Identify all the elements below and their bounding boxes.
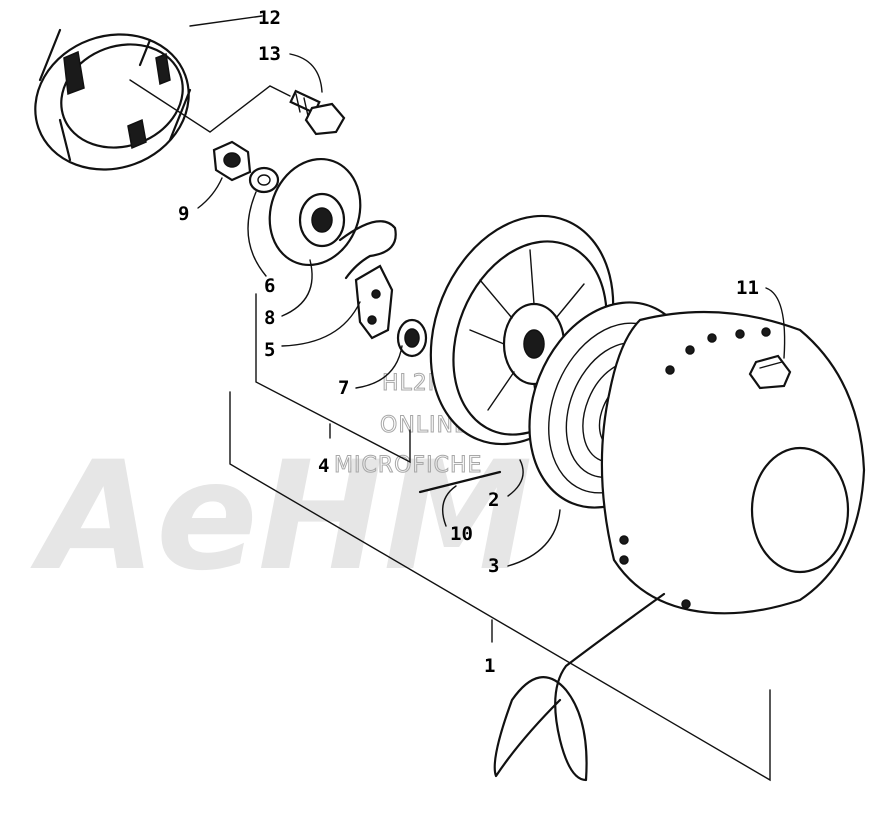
part-11-screw[interactable] bbox=[748, 354, 792, 390]
label-1: 1 bbox=[484, 655, 495, 677]
part-number-labels: 12 13 9 6 8 5 7 4 2 10 3 1 11 bbox=[178, 7, 759, 677]
leader-lines bbox=[189, 15, 786, 643]
label-11: 11 bbox=[736, 277, 759, 299]
label-13: 13 bbox=[258, 43, 281, 65]
label-12: 12 bbox=[258, 7, 281, 29]
part-9-nut[interactable] bbox=[212, 140, 252, 182]
part-1-housing[interactable] bbox=[600, 310, 866, 615]
label-3: 3 bbox=[488, 555, 499, 577]
assembly-bracket-lines bbox=[129, 79, 771, 782]
label-6: 6 bbox=[264, 275, 275, 297]
part-13-bolt[interactable] bbox=[289, 89, 346, 136]
watermark-logo: AeHM bbox=[30, 430, 533, 604]
part-8-pawl-plate[interactable] bbox=[255, 146, 397, 280]
label-2: 2 bbox=[488, 489, 499, 511]
starter-rope[interactable] bbox=[493, 592, 666, 782]
label-9: 9 bbox=[178, 203, 189, 225]
label-7: 7 bbox=[338, 377, 349, 399]
part-10-rope-shaft[interactable] bbox=[418, 470, 502, 494]
label-10: 10 bbox=[450, 523, 473, 545]
part-6-washer[interactable] bbox=[248, 166, 280, 194]
part-12-starter-cup[interactable] bbox=[16, 13, 208, 190]
label-5: 5 bbox=[264, 339, 275, 361]
watermark-line-3: MICROFICHE bbox=[334, 453, 482, 478]
label-4: 4 bbox=[318, 455, 329, 477]
part-5-pawl[interactable] bbox=[354, 264, 394, 340]
label-8: 8 bbox=[264, 307, 275, 329]
part-7-bushing[interactable] bbox=[396, 318, 428, 358]
